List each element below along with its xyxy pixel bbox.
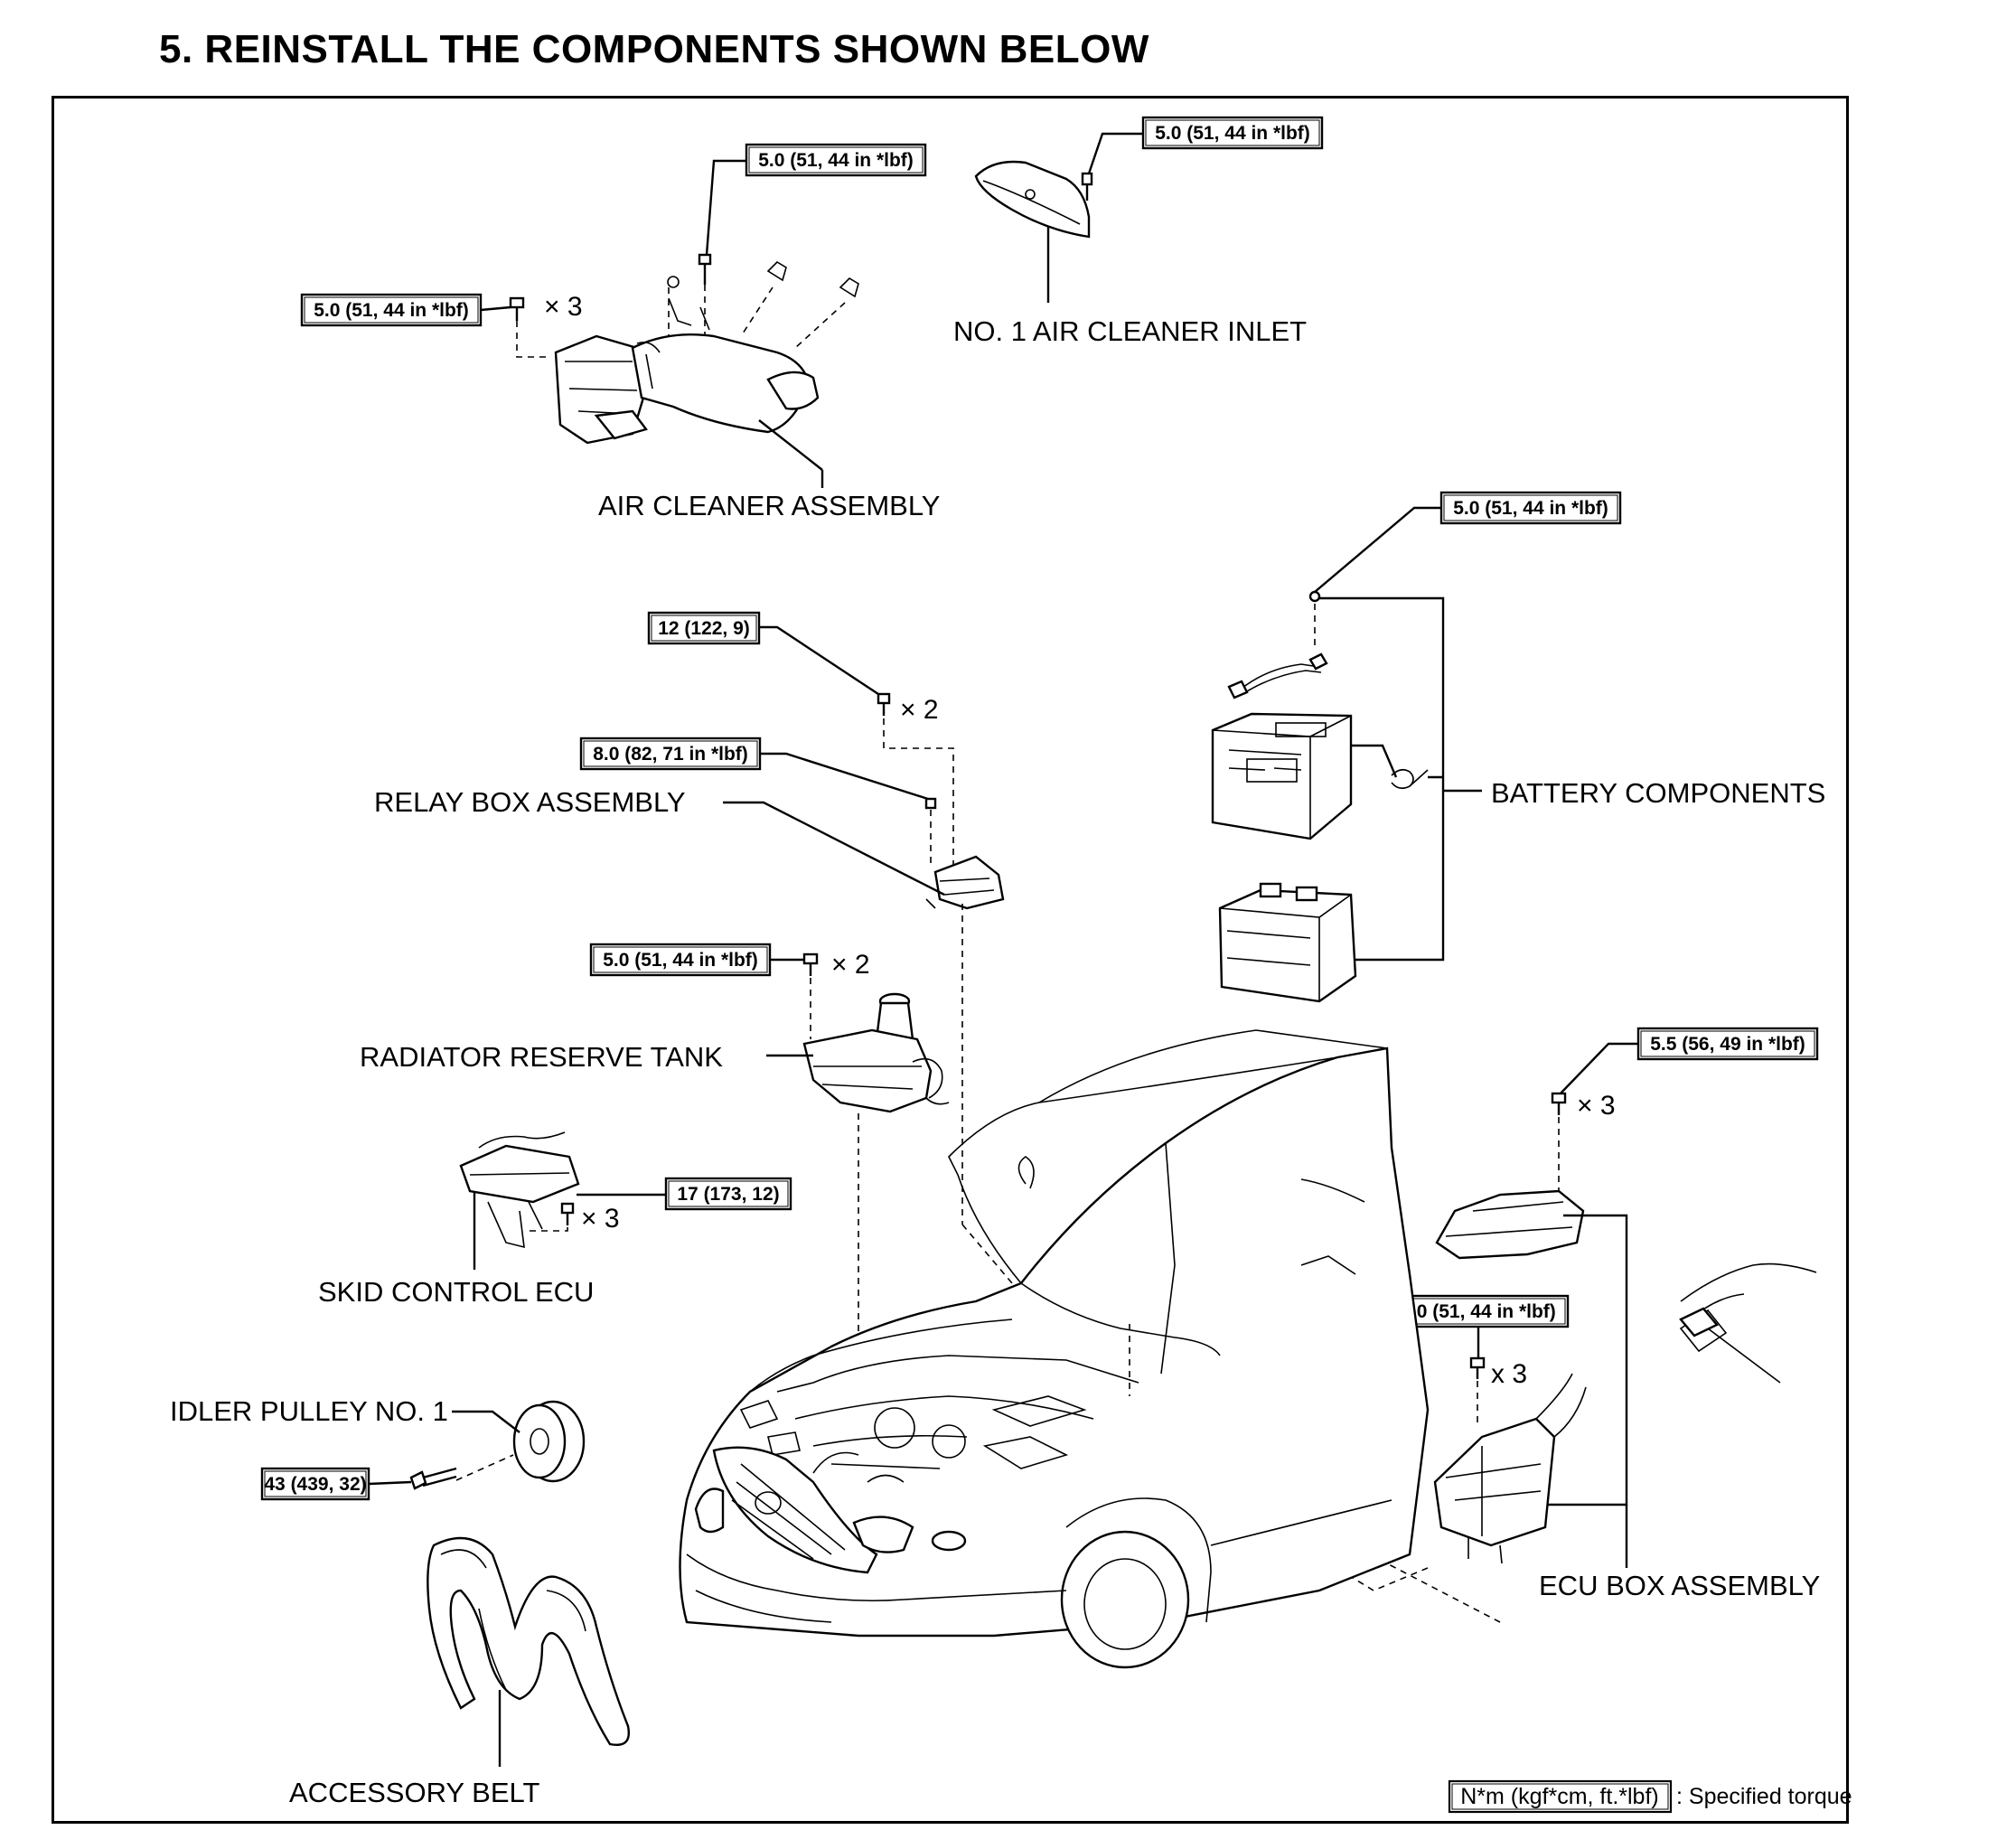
ecu-box-top-multiplier: × 3	[1577, 1091, 1616, 1121]
relay-nut-torque-value: 8.0 (82, 71 in *lbf)	[593, 744, 748, 765]
ecu-box-mid-multiplier: x 3	[1491, 1359, 1527, 1389]
ecu-box-mid-torque-value: 5.0 (51, 44 in *lbf)	[1401, 1301, 1556, 1322]
relay-bolt-torque-box: 12 (122, 9)	[647, 611, 882, 698]
air-cleaner-top-torque-box: 5.0 (51, 44 in *lbf)	[705, 143, 927, 256]
reserve-tank-bolt	[802, 953, 819, 976]
air-cleaner-multiplier: × 3	[544, 292, 583, 322]
ecu-box-mid-torque-box: 5.0 (51, 44 in *lbf)	[1387, 1294, 1570, 1358]
label-accessory-belt: ACCESSORY BELT	[289, 1777, 539, 1808]
relay-nut-torque-box: 8.0 (82, 71 in *lbf)	[579, 737, 932, 802]
idler-pulley-part	[409, 1400, 586, 1490]
label-air-cleaner-assembly: AIR CLEANER ASSEMBLY	[598, 490, 940, 521]
air-cleaner-top-torque-value: 5.0 (51, 44 in *lbf)	[758, 150, 914, 171]
relay-box-bolt	[877, 692, 891, 716]
reserve-tank-torque-value: 5.0 (51, 44 in *lbf)	[603, 950, 758, 971]
label-relay-box-assembly: RELAY BOX ASSEMBLY	[374, 786, 686, 818]
relay-box-part	[723, 718, 1130, 1325]
idler-pulley-torque-value: 43 (439, 32)	[264, 1474, 366, 1495]
legend-unit: N*m (kgf*cm, ft.*lbf)	[1460, 1784, 1658, 1809]
label-skid-control-ecu: SKID CONTROL ECU	[318, 1276, 594, 1308]
idler-pulley-torque-box: 43 (439, 32)	[260, 1467, 412, 1501]
vehicle-illustration	[679, 1029, 1430, 1669]
air-cleaner-assembly-part	[509, 253, 859, 488]
battery-components-part	[1211, 590, 1482, 1003]
air-cleaner-side-torque-value: 5.0 (51, 44 in *lbf)	[314, 300, 469, 321]
label-no1-air-cleaner-inlet: NO. 1 AIR CLEANER INLET	[953, 315, 1307, 347]
skid-control-ecu-part	[459, 1131, 580, 1270]
accessory-belt-part	[427, 1536, 630, 1767]
label-battery-components: BATTERY COMPONENTS	[1491, 777, 1825, 809]
label-idler-pulley-no1: IDLER PULLEY NO. 1	[170, 1395, 448, 1427]
radiator-reserve-tank-part	[766, 978, 950, 1446]
relay-multiplier: × 2	[900, 695, 939, 725]
label-radiator-reserve-tank: RADIATOR RESERVE TANK	[360, 1041, 723, 1073]
inlet-torque-value: 5.0 (51, 44 in *lbf)	[1155, 123, 1310, 144]
ecu-box-top-bolt	[1551, 1092, 1567, 1115]
relay-bolt-torque-value: 12 (122, 9)	[658, 618, 750, 639]
air-cleaner-side-torque-box: 5.0 (51, 44 in *lbf)	[300, 293, 511, 327]
legend-text: : Specified torque	[1676, 1784, 1852, 1809]
ecu-box-top-torque-box: 5.5 (56, 49 in *lbf)	[1558, 1027, 1819, 1096]
label-ecu-box-assembly: ECU BOX ASSEMBLY	[1539, 1570, 1820, 1601]
battery-torque-box: 5.0 (51, 44 in *lbf)	[1314, 491, 1622, 593]
skid-ecu-torque-value: 17 (173, 12)	[677, 1184, 779, 1205]
reserve-tank-multiplier: × 2	[831, 950, 870, 980]
page-heading: 5. REINSTALL THE COMPONENTS SHOWN BELOW	[159, 27, 1149, 71]
air-cleaner-inlet-part	[974, 160, 1093, 303]
torque-legend: N*m (kgf*cm, ft.*lbf) : Specified torque	[1448, 1779, 1852, 1814]
skid-ecu-multiplier: × 3	[581, 1204, 620, 1234]
skid-ecu-torque-box: 17 (173, 12)	[577, 1177, 792, 1211]
diagram-frame	[52, 96, 1849, 1824]
inlet-torque-box: 5.0 (51, 44 in *lbf)	[1087, 116, 1324, 174]
reserve-tank-torque-box: 5.0 (51, 44 in *lbf)	[589, 943, 804, 977]
battery-torque-value: 5.0 (51, 44 in *lbf)	[1453, 498, 1608, 519]
ecu-box-assembly-part	[1210, 1117, 1817, 1623]
ecu-box-top-torque-value: 5.5 (56, 49 in *lbf)	[1650, 1034, 1805, 1055]
